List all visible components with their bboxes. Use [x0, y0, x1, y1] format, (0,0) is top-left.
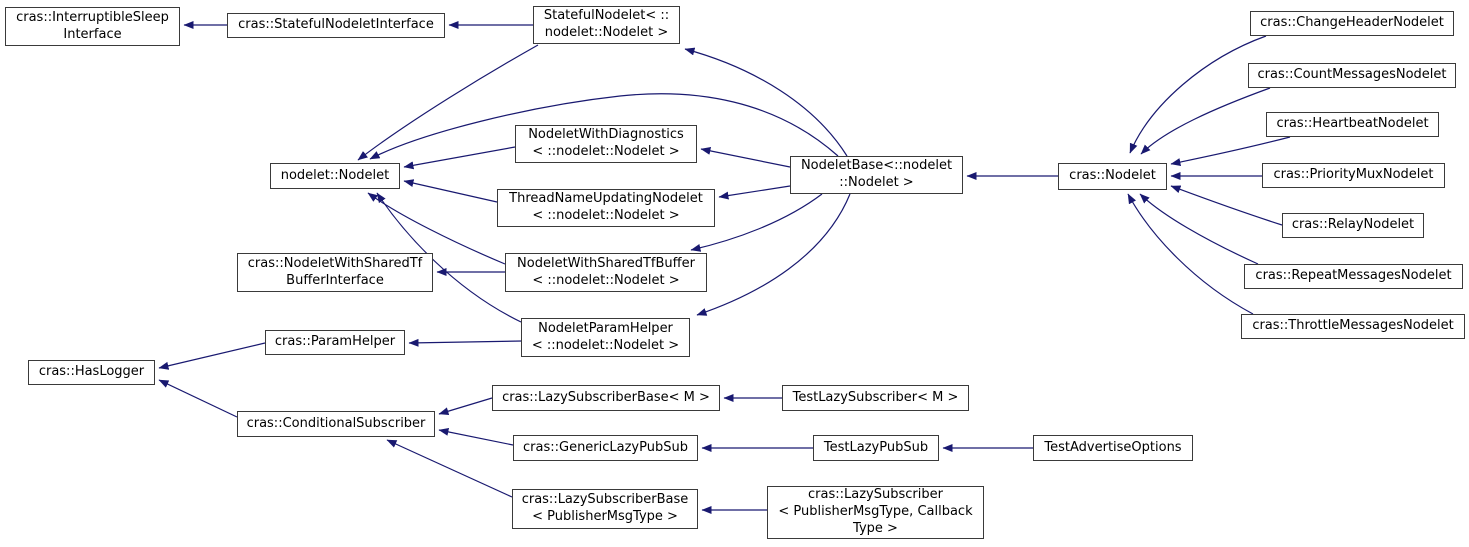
- class-node-label: cras::InterruptibleSleep: [16, 9, 169, 25]
- class-node-label: cras::LazySubscriberBase: [521, 492, 689, 508]
- class-node-test-lazy-pub-sub[interactable]: TestLazyPubSub: [813, 435, 939, 461]
- edge-heartbeat-nodelet-to-cras-nodelet: [1170, 136, 1291, 166]
- edge-nodelet-with-diagnostics-to-nodelet-nodelet: [403, 146, 516, 170]
- edge-relay-nodelet-to-cras-nodelet: [1170, 185, 1283, 226]
- class-node-label: < PublisherMsgType >: [532, 509, 678, 524]
- class-node-label: cras::NodeletWithSharedTf: [247, 255, 423, 271]
- class-node-label: cras::RelayNodelet: [1291, 217, 1415, 233]
- class-node-label: TestAdvertiseOptions: [1044, 439, 1182, 455]
- class-node-label: cras::RepeatMessagesNodelet: [1255, 268, 1452, 284]
- class-node-label: cras::LazySubscriberBase< M >: [502, 389, 710, 405]
- class-node-count-messages-nodelet[interactable]: cras::CountMessagesNodelet: [1248, 63, 1456, 88]
- class-node-label: StatefulNodelet< ::: [543, 8, 670, 24]
- edge-nodelet-base-to-nodelet-param-helper: [696, 193, 851, 316]
- class-node-label: cras::ParamHelper: [274, 334, 396, 350]
- edge-generic-lazy-pub-sub-to-conditional-subscriber: [438, 427, 514, 446]
- edge-lazy-subscriber-base-m-to-conditional-subscriber: [438, 397, 493, 416]
- edge-nodelet-param-helper-to-nodelet-nodelet: [376, 192, 522, 323]
- class-node-generic-lazy-pub-sub[interactable]: cras::GenericLazyPubSub: [513, 435, 698, 461]
- class-node-label: NodeletWithDiagnostics: [528, 127, 684, 143]
- class-node-nodelet-nodelet[interactable]: nodelet::Nodelet: [270, 163, 400, 189]
- class-node-label: cras::GenericLazyPubSub: [523, 439, 688, 455]
- class-node-param-helper[interactable]: cras::ParamHelper: [265, 330, 405, 355]
- class-node-label: < PublisherMsgType, Callback: [778, 504, 973, 520]
- class-node-lazy-subscriber-base-pmt[interactable]: cras::LazySubscriberBase< PublisherMsgTy…: [512, 489, 698, 529]
- class-node-label: ::Nodelet >: [839, 175, 914, 190]
- edge-thread-name-updating-nodelet-to-nodelet-nodelet: [403, 179, 498, 203]
- class-node-label: Interface: [63, 26, 122, 42]
- class-node-throttle-messages-nodelet[interactable]: cras::ThrottleMessagesNodelet: [1241, 314, 1465, 339]
- edge-param-helper-to-has-logger: [158, 342, 266, 370]
- class-node-label: cras::ConditionalSubscriber: [246, 415, 426, 431]
- class-node-change-header-nodelet[interactable]: cras::ChangeHeaderNodelet: [1250, 11, 1454, 36]
- class-node-label: cras::Nodelet: [1069, 168, 1156, 184]
- edge-nodelet-param-helper-to-param-helper: [408, 338, 523, 347]
- class-node-label: ThreadNameUpdatingNodelet: [509, 191, 703, 207]
- class-node-label: NodeletParamHelper: [538, 320, 673, 336]
- edge-conditional-subscriber-to-has-logger: [158, 379, 238, 418]
- class-node-stateful-nodelet[interactable]: StatefulNodelet< ::nodelet::Nodelet >: [533, 6, 680, 44]
- class-node-label: NodeletWithSharedTfBuffer: [517, 255, 695, 271]
- edge-count-messages-nodelet-to-cras-nodelet: [1140, 87, 1271, 155]
- class-node-lazy-subscriber-base-m[interactable]: cras::LazySubscriberBase< M >: [492, 385, 720, 411]
- class-node-repeat-messages-nodelet[interactable]: cras::RepeatMessagesNodelet: [1244, 264, 1463, 289]
- class-node-label: cras::ChangeHeaderNodelet: [1260, 15, 1444, 31]
- class-node-conditional-subscriber[interactable]: cras::ConditionalSubscriber: [237, 411, 435, 437]
- class-node-label: TestLazyPubSub: [823, 439, 929, 455]
- class-node-stateful-nodelet-interface[interactable]: cras::StatefulNodeletInterface: [227, 13, 445, 38]
- class-node-nodelet-with-diagnostics[interactable]: NodeletWithDiagnostics< ::nodelet::Nodel…: [515, 125, 697, 163]
- class-node-label: cras::PriorityMuxNodelet: [1273, 167, 1434, 183]
- class-node-thread-name-updating-nodelet[interactable]: ThreadNameUpdatingNodelet< ::nodelet::No…: [497, 189, 715, 227]
- class-node-label: < ::nodelet::Nodelet >: [532, 272, 680, 288]
- class-node-label: cras::LazySubscriber: [808, 487, 943, 503]
- class-node-label: cras::CountMessagesNodelet: [1257, 67, 1447, 83]
- class-node-nodelet-param-helper[interactable]: NodeletParamHelper< ::nodelet::Nodelet >: [521, 318, 690, 357]
- edge-throttle-messages-nodelet-to-cras-nodelet: [1127, 193, 1254, 315]
- class-node-test-lazy-subscriber-m[interactable]: TestLazySubscriber< M >: [782, 385, 969, 411]
- class-node-label: < ::nodelet::Nodelet >: [532, 144, 680, 159]
- class-node-label: cras::HasLogger: [38, 364, 145, 380]
- class-node-label: cras::HeartbeatNodelet: [1276, 116, 1429, 132]
- class-node-label: nodelet::Nodelet >: [544, 25, 669, 40]
- class-node-test-advertise-options[interactable]: TestAdvertiseOptions: [1033, 435, 1193, 461]
- class-node-label: cras::ThrottleMessagesNodelet: [1252, 318, 1454, 334]
- edge-stateful-nodelet-to-nodelet-nodelet: [357, 44, 539, 161]
- class-node-lazy-subscriber[interactable]: cras::LazySubscriber< PublisherMsgType, …: [767, 486, 984, 539]
- edge-change-header-nodelet-to-cras-nodelet: [1129, 35, 1267, 154]
- class-node-nodelet-base[interactable]: NodeletBase<::nodelet::Nodelet >: [790, 156, 963, 194]
- class-node-label: nodelet::Nodelet: [280, 167, 390, 183]
- class-node-label: < ::nodelet::Nodelet >: [531, 337, 680, 353]
- class-node-label: < ::nodelet::Nodelet >: [532, 208, 680, 223]
- class-node-label: cras::StatefulNodeletInterface: [238, 17, 434, 33]
- class-node-label: BufferInterface: [286, 272, 384, 288]
- class-node-label: Type >: [853, 520, 898, 536]
- edge-nodelet-base-to-nodelet-with-diagnostics: [700, 146, 791, 168]
- class-node-has-logger[interactable]: cras::HasLogger: [28, 360, 155, 385]
- edge-nodelet-base-to-stateful-nodelet: [684, 47, 848, 157]
- edge-nodelet-base-to-nodelet-nodelet: [369, 93, 839, 160]
- class-node-relay-nodelet[interactable]: cras::RelayNodelet: [1282, 213, 1424, 238]
- class-node-heartbeat-nodelet[interactable]: cras::HeartbeatNodelet: [1266, 112, 1439, 137]
- edge-lazy-subscriber-base-pmt-to-conditional-subscriber: [386, 439, 513, 498]
- class-node-label: NodeletBase<::nodelet: [800, 158, 953, 174]
- edge-nodelet-base-to-thread-name-updating-nodelet: [718, 185, 791, 200]
- class-node-priority-mux-nodelet[interactable]: cras::PriorityMuxNodelet: [1262, 163, 1445, 188]
- edge-repeat-messages-nodelet-to-cras-nodelet: [1139, 193, 1259, 265]
- class-node-nodelet-with-shared-tf-buffer[interactable]: NodeletWithSharedTfBuffer< ::nodelet::No…: [505, 253, 707, 292]
- edge-nodelet-base-to-nodelet-with-shared-tf-buffer: [690, 193, 823, 252]
- class-node-label: TestLazySubscriber< M >: [792, 389, 959, 405]
- class-node-cras-nodelet[interactable]: cras::Nodelet: [1058, 163, 1167, 190]
